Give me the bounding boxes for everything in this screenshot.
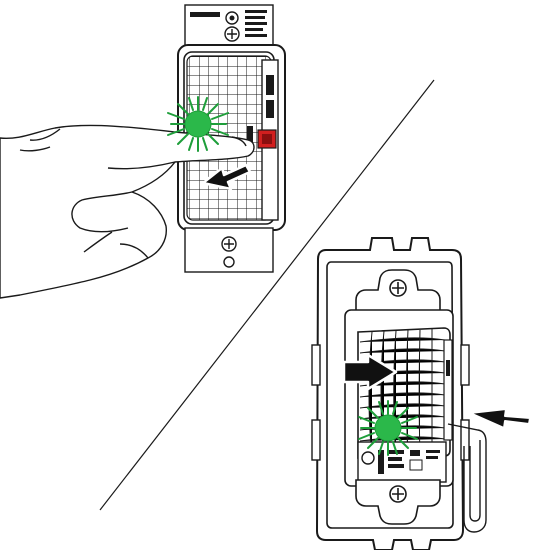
hand-icon: [0, 124, 255, 299]
screw-icon: [389, 279, 407, 297]
plate-clip-right: [460, 344, 470, 386]
plate-clip-right: [460, 419, 470, 461]
led-window: [247, 126, 253, 146]
pointer-arrow-icon: [342, 353, 398, 391]
strap-text-block: [245, 10, 267, 37]
led-glow-icon: [167, 96, 229, 152]
screw-icon: [224, 11, 240, 42]
screw-icon: [221, 236, 237, 268]
plate-clip-left: [311, 419, 321, 461]
led-glow-icon: [358, 400, 418, 456]
strap-label-mark: [190, 12, 220, 17]
plate-clip-left: [311, 344, 321, 386]
paperclip-icon: [447, 423, 487, 533]
divider-diagonal: [99, 79, 435, 511]
panel-bottom-right: [311, 237, 531, 551]
screw-icon: [389, 485, 407, 503]
pointer-arrow-icon: [469, 408, 531, 429]
reset-button-icon: [257, 129, 277, 149]
pointer-arrow-icon: [201, 163, 252, 191]
panel-top-left: [0, 4, 286, 299]
side-strip: [443, 339, 453, 441]
